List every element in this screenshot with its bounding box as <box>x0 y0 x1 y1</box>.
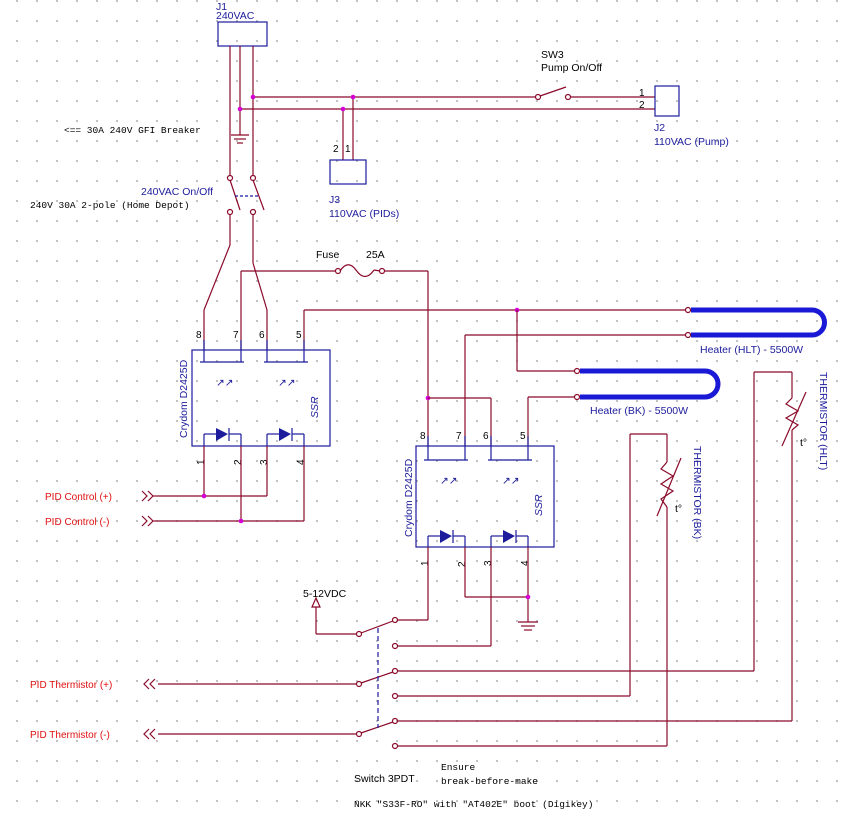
supply-5-12vdc: 5-12VDC <box>303 588 357 635</box>
sw3-switch: SW3 Pump On/Off <box>534 49 602 101</box>
ensure-note-1: Ensure <box>441 762 476 773</box>
svg-text:1: 1 <box>196 459 207 465</box>
svg-text:↗↗: ↗↗ <box>440 475 458 487</box>
svg-text:↗↗: ↗↗ <box>216 377 234 389</box>
ensure-note-2: break-before-make <box>441 776 538 787</box>
svg-text:7: 7 <box>456 431 462 442</box>
fuse-ref: Fuse <box>316 249 340 261</box>
svg-text:4: 4 <box>520 560 531 566</box>
svg-text:2: 2 <box>233 459 244 465</box>
pid-thermistor-pos-label: PID Thermistor (+) <box>30 680 112 691</box>
ssr-2-name: Crydom D2425D <box>403 458 415 537</box>
thermistor-hlt: t° THERMISTOR (HLT) <box>781 372 829 470</box>
pid-control-neg-label: PID Control (-) <box>45 517 109 528</box>
svg-text:1: 1 <box>345 144 351 155</box>
ssr-2: 8 7 6 5 ↗↗ ↗↗ 1 2 3 4 Crydom D2425D SSR <box>403 431 555 567</box>
svg-text:8: 8 <box>420 431 426 442</box>
thermistor-bk-label: THERMISTOR (BK) <box>691 446 703 539</box>
thermistor-hlt-symbol: t° <box>800 437 807 449</box>
j2-value: 110VAC (Pump) <box>654 136 729 148</box>
thermistor-hlt-label: THERMISTOR (HLT) <box>817 372 829 470</box>
j3-value: 110VAC (PIDs) <box>329 208 399 220</box>
main-switch-note: 240V 30A 2-pole (Home Depot) <box>30 200 190 211</box>
sw3-value: Pump On/Off <box>541 62 602 74</box>
supply-label: 5-12VDC <box>303 588 347 600</box>
svg-text:3: 3 <box>259 459 270 465</box>
svg-text:6: 6 <box>483 431 489 442</box>
heater-bk: Heater (BK) - 5500W <box>580 368 721 417</box>
j2-connector: 1 2 J2 110VAC (Pump) <box>639 85 729 148</box>
ground-symbol-j1 <box>231 134 249 144</box>
fuse-value: 25A <box>366 249 385 261</box>
fuse: Fuse 25A <box>316 249 386 278</box>
breaker-note: <== 30A 240V GFI Breaker <box>64 125 201 136</box>
ssr-1-name: Crydom D2425D <box>178 359 190 438</box>
switch-part-note: NKK "S33F-RO" with "AT402E" boot (Digike… <box>354 799 593 810</box>
ground-symbol-ssr2 <box>518 621 538 631</box>
j2-ref: J2 <box>654 122 665 134</box>
svg-text:2: 2 <box>333 144 339 155</box>
svg-text:3: 3 <box>483 560 494 566</box>
svg-text:↗↗: ↗↗ <box>502 475 520 487</box>
j1-connector: J1 240VAC <box>216 1 268 47</box>
heater-bk-label: Heater (BK) - 5500W <box>590 405 688 417</box>
j3-connector: 2 1 J3 110VAC (PIDs) <box>329 144 399 220</box>
pid-control-pos-label: PID Control (+) <box>45 492 112 503</box>
thermistor-bk-symbol: t° <box>675 503 682 515</box>
thermistor-bk: t° THERMISTOR (BK) <box>656 446 703 539</box>
ssr-2-tag: SSR <box>533 494 545 516</box>
heater-hlt-label: Heater (HLT) - 5500W <box>700 344 803 356</box>
svg-text:5: 5 <box>520 431 526 442</box>
svg-text:4: 4 <box>296 459 307 465</box>
main-switch-label: 240VAC On/Off <box>141 186 213 198</box>
switch-3pdt: Switch 3PDT <box>354 616 415 785</box>
svg-text:6: 6 <box>259 330 265 341</box>
pid-thermistor-neg-label: PID Thermistor (-) <box>30 730 110 741</box>
port-pid-thermistor-pos: PID Thermistor (+) <box>30 678 156 691</box>
port-pid-thermistor-neg: PID Thermistor (-) <box>30 728 156 741</box>
svg-text:2: 2 <box>457 561 468 567</box>
svg-text:7: 7 <box>233 330 239 341</box>
svg-text:↗↗: ↗↗ <box>278 377 296 389</box>
svg-text:5: 5 <box>296 330 302 341</box>
ssr-1: 8 7 6 5 ↗↗ ↗↗ 1 2 3 4 Crydom D2425D SSR <box>178 330 331 465</box>
switch-3pdt-label: Switch 3PDT <box>354 773 415 785</box>
sw3-ref: SW3 <box>541 49 564 61</box>
port-pid-control-neg: PID Control (-) <box>45 515 158 528</box>
j1-ref: J1 <box>216 1 227 13</box>
j3-ref: J3 <box>329 194 340 206</box>
j1-value: 240VAC <box>216 10 255 22</box>
svg-text:1: 1 <box>420 560 431 566</box>
main-switch: 240VAC On/Off 240V 30A 2-pole (Home Depo… <box>30 174 265 216</box>
ssr-1-tag: SSR <box>309 396 321 418</box>
heater-hlt: Heater (HLT) - 5500W <box>691 307 827 356</box>
svg-text:2: 2 <box>639 100 645 111</box>
svg-text:8: 8 <box>196 330 202 341</box>
svg-text:1: 1 <box>639 88 645 99</box>
port-pid-control-pos: PID Control (+) <box>45 490 158 503</box>
